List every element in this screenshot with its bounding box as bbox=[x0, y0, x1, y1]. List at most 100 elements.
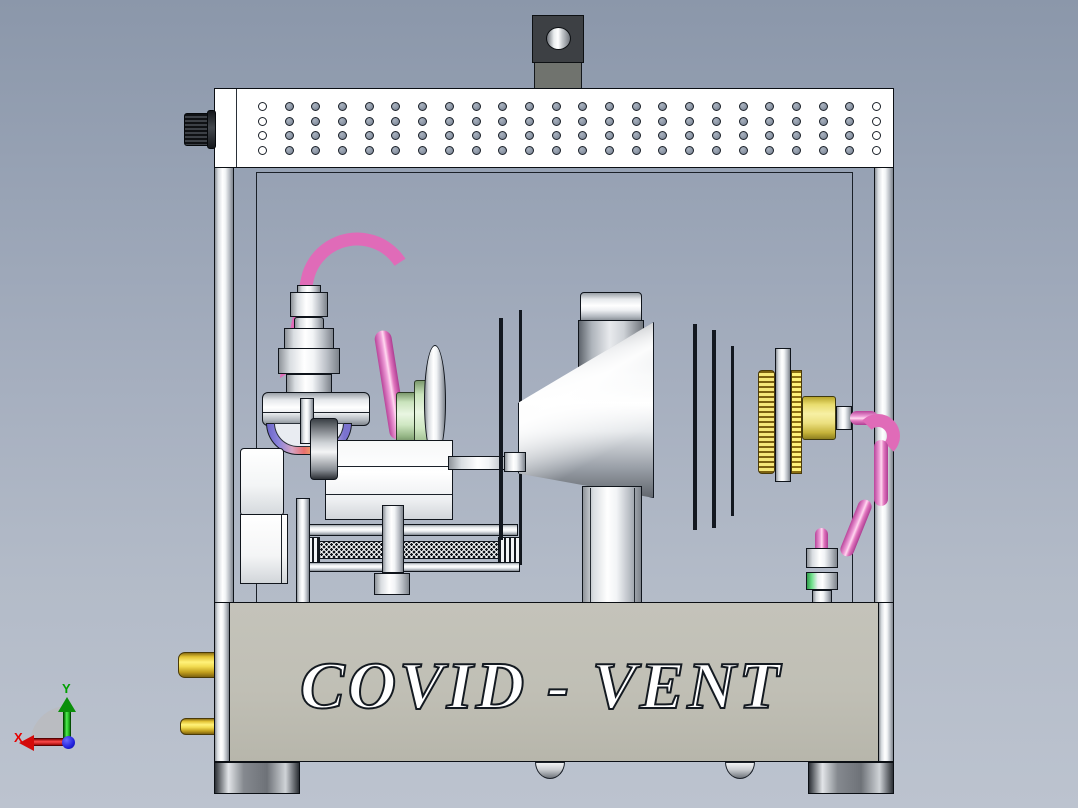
vent-hole-open bbox=[872, 116, 881, 126]
motor-seam-1 bbox=[326, 466, 452, 467]
vent-hole bbox=[284, 102, 294, 111]
vent-hole bbox=[658, 131, 668, 141]
base-panel-right-trim bbox=[878, 602, 894, 762]
vent-hole bbox=[685, 131, 695, 141]
y-axis-label: Y bbox=[62, 681, 71, 696]
vent-hole bbox=[685, 116, 695, 126]
vent-hole bbox=[605, 102, 615, 111]
vent-hole bbox=[631, 146, 641, 155]
vent-hole bbox=[845, 102, 855, 111]
motor-seam-2 bbox=[326, 494, 452, 495]
vent-hole bbox=[791, 116, 801, 126]
base-panel-left-trim bbox=[214, 602, 230, 762]
vent-hole bbox=[364, 131, 374, 141]
vent-hole bbox=[845, 146, 855, 155]
vent-hole bbox=[311, 131, 321, 141]
port-fitting-lower[interactable] bbox=[180, 718, 218, 735]
vent-hole bbox=[551, 131, 561, 141]
rail-end-block-right bbox=[498, 537, 522, 565]
vent-hole bbox=[631, 116, 641, 126]
brass-gear-flange-inner bbox=[791, 370, 802, 474]
vent-hole bbox=[578, 102, 588, 111]
vent-hole bbox=[311, 116, 321, 126]
vent-hole bbox=[524, 116, 534, 126]
vent-hole bbox=[524, 131, 534, 141]
vent-hole bbox=[578, 146, 588, 155]
x-axis-arrowhead-icon bbox=[19, 735, 34, 751]
vent-hole bbox=[498, 131, 508, 141]
rail-center-nut bbox=[374, 573, 410, 595]
vent-hole bbox=[471, 146, 481, 155]
base-panel bbox=[214, 602, 894, 762]
vent-hole bbox=[311, 146, 321, 155]
vent-hole bbox=[658, 146, 668, 155]
vent-hole bbox=[685, 102, 695, 111]
guide-rod-3 bbox=[693, 324, 697, 530]
pink-tube-right-vertical bbox=[874, 440, 888, 506]
rail-center-bracket bbox=[382, 505, 404, 573]
vent-hole bbox=[791, 146, 801, 155]
vent-hole bbox=[284, 131, 294, 141]
vent-hole bbox=[765, 131, 775, 141]
blower-support-post-right-edge bbox=[634, 488, 635, 602]
interior-edge-left bbox=[256, 172, 257, 604]
port-fitting-upper[interactable] bbox=[178, 652, 218, 678]
vent-hole bbox=[444, 102, 454, 111]
vent-hole bbox=[551, 102, 561, 111]
vent-hole bbox=[391, 116, 401, 126]
vent-hole bbox=[551, 116, 561, 126]
vent-hole bbox=[418, 131, 428, 141]
regulator-hex-nut bbox=[290, 292, 328, 317]
vent-hole bbox=[738, 102, 748, 111]
vent-hole bbox=[471, 102, 481, 111]
right-hex-fitting-lower bbox=[806, 572, 838, 590]
vent-hole-open bbox=[258, 102, 267, 111]
guide-rod-5 bbox=[731, 346, 734, 516]
yellow-sensor-body bbox=[802, 396, 836, 440]
drive-motor bbox=[325, 440, 453, 520]
vent-hole bbox=[391, 131, 401, 141]
rail-top-bar bbox=[296, 524, 518, 536]
vent-hole bbox=[738, 131, 748, 141]
vent-hole bbox=[498, 102, 508, 111]
control-box-lower bbox=[240, 514, 288, 584]
blower-inlet-stub bbox=[504, 452, 526, 472]
pink-supply-tube-right-top bbox=[850, 411, 878, 425]
vent-hole bbox=[338, 131, 348, 141]
vent-hole bbox=[578, 116, 588, 126]
x-axis-label: X bbox=[14, 730, 23, 745]
vent-hole bbox=[605, 116, 615, 126]
vent-hole bbox=[631, 131, 641, 141]
vent-hole bbox=[845, 131, 855, 141]
flange-plate bbox=[775, 348, 791, 482]
vent-hole-open bbox=[872, 131, 881, 141]
linear-rail bbox=[318, 541, 500, 559]
vent-hole bbox=[498, 146, 508, 155]
vent-hole bbox=[738, 146, 748, 155]
vent-hole bbox=[711, 102, 721, 111]
foot-left bbox=[214, 762, 300, 794]
z-axis-origin-icon bbox=[62, 736, 75, 749]
blower-support-post-left-edge bbox=[590, 488, 591, 602]
vent-hole bbox=[418, 116, 428, 126]
blower-top-cap bbox=[580, 292, 642, 322]
vent-hole bbox=[444, 131, 454, 141]
control-box-lower-divider bbox=[281, 515, 282, 583]
blower-support-post bbox=[582, 486, 642, 604]
vent-hole bbox=[578, 131, 588, 141]
vent-hole bbox=[444, 146, 454, 155]
vent-hole bbox=[818, 102, 828, 111]
vent-hole bbox=[631, 102, 641, 111]
vent-hole bbox=[738, 116, 748, 126]
right-hex-fitting-upper bbox=[806, 548, 838, 568]
brass-gear-flange bbox=[758, 370, 775, 474]
vent-hole bbox=[685, 146, 695, 155]
vent-hole bbox=[284, 146, 294, 155]
vent-hole bbox=[711, 116, 721, 126]
control-box-upper bbox=[240, 448, 284, 516]
guide-rod-1 bbox=[499, 318, 503, 540]
vent-hole bbox=[765, 146, 775, 155]
vent-hole-open bbox=[258, 146, 267, 155]
vent-hole bbox=[711, 131, 721, 141]
